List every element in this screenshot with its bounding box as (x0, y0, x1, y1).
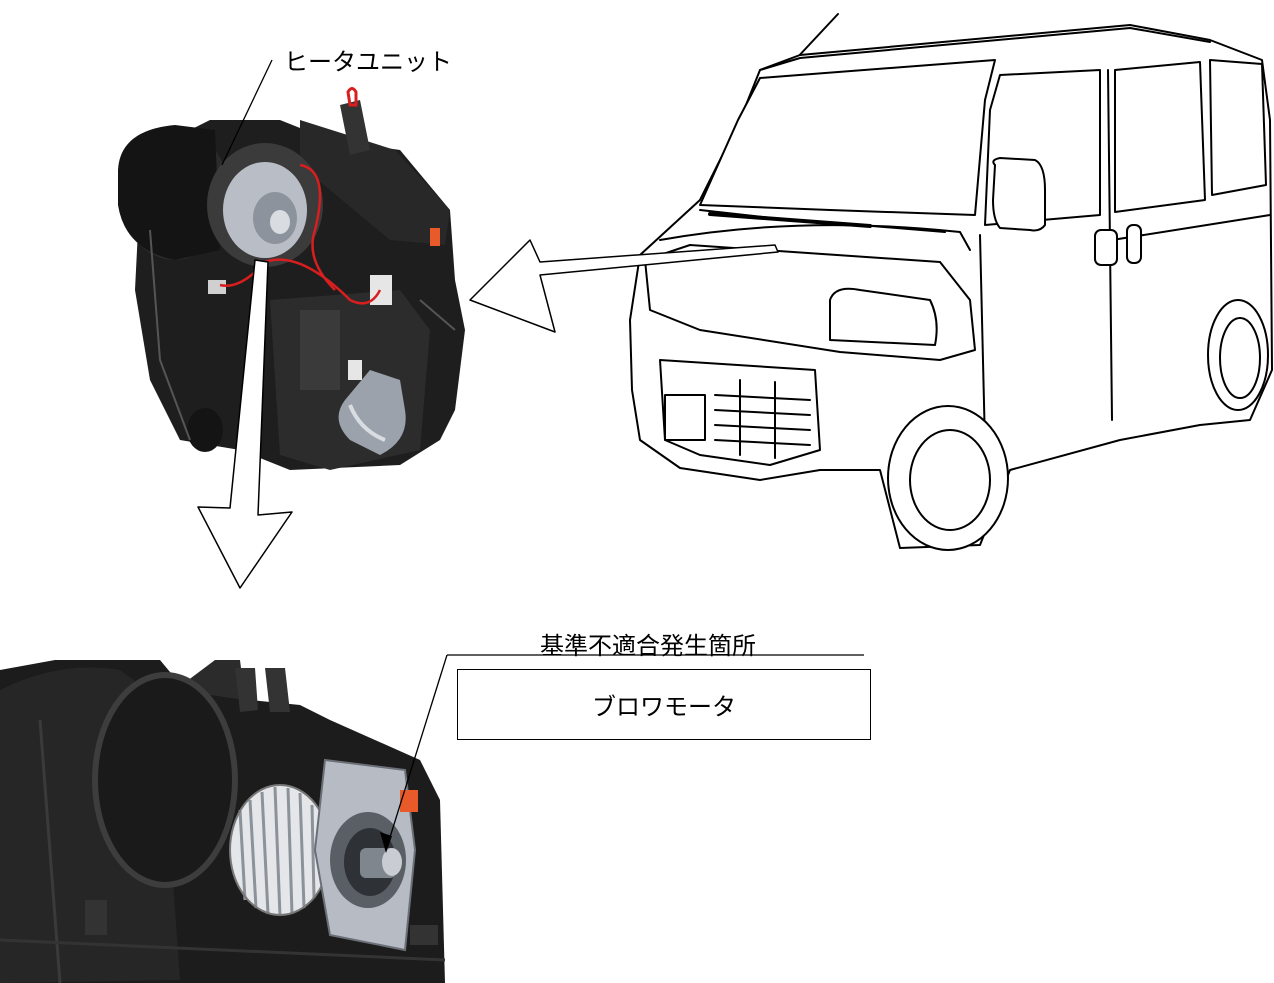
van-illustration (629, 13, 1273, 551)
defect-location-title: 基準不適合発生箇所 (540, 632, 756, 660)
heater-unit-leader-line (221, 59, 273, 166)
fan-wheel (229, 784, 331, 917)
defect-location-leader (385, 654, 448, 851)
arrow-heater-to-motor (197, 259, 293, 589)
heater-unit-illustration (118, 87, 465, 470)
heater-unit-label: ヒータユニット (284, 48, 452, 76)
defect-part-label: ブロワモータ (592, 693, 736, 721)
arrow-van-to-heater (469, 239, 779, 333)
defect-location-arrowhead (380, 832, 392, 853)
blower-motor-closeup (0, 660, 446, 983)
defect-part-box: ブロワモータ (457, 669, 871, 740)
